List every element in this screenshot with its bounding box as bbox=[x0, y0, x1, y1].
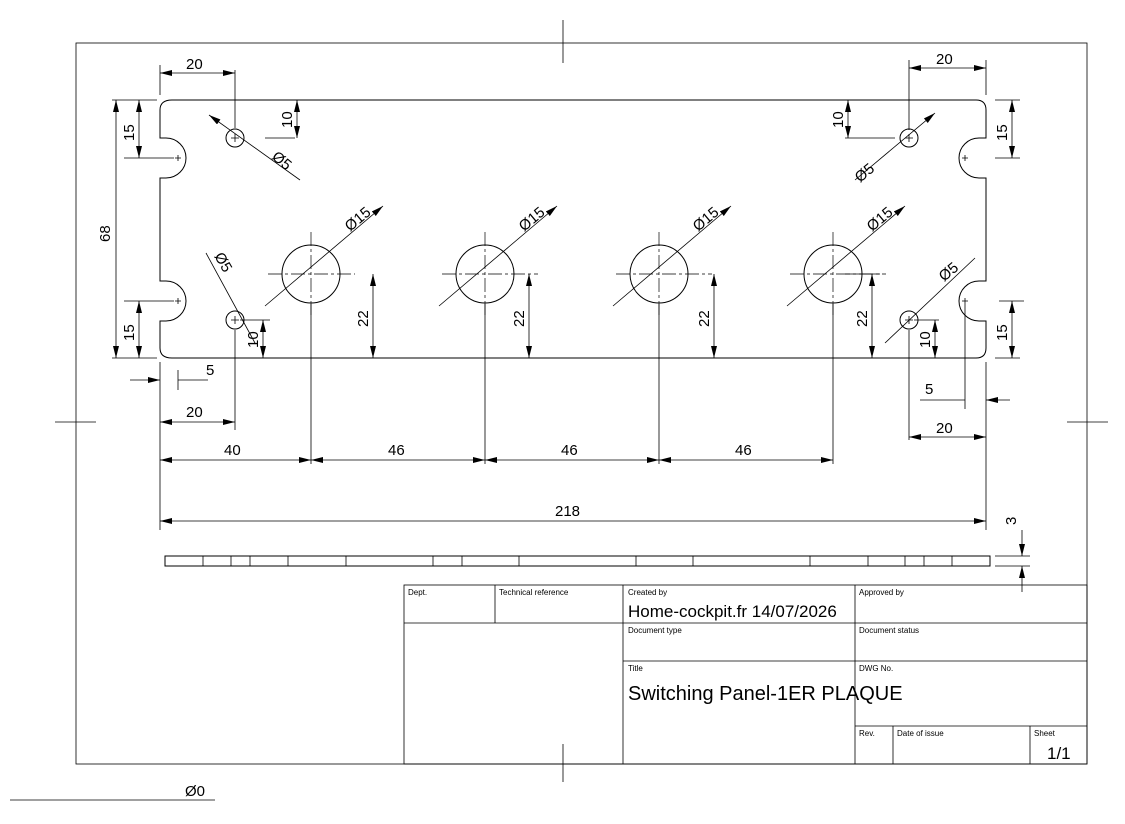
dim-diameter-5-bottom-right: Ø5 bbox=[936, 259, 962, 285]
created-by-value: Home-cockpit.fr 14/07/2026 bbox=[628, 602, 837, 621]
dim-left-20-bottom: 20 bbox=[186, 404, 203, 421]
dim-diameter-15-3: Ø15 bbox=[690, 204, 723, 235]
drawing-title: Switching Panel-1ER PLAQUE bbox=[628, 683, 903, 705]
dim-right-15-top: 15 bbox=[994, 124, 1011, 141]
dim-hole-height-1: 22 bbox=[355, 310, 372, 327]
slot-centers bbox=[175, 155, 968, 304]
technical-reference-label: Technical reference bbox=[499, 588, 569, 597]
dim-left-15-bottom: 15 bbox=[121, 324, 138, 341]
dim-right-10-bottom: 10 bbox=[917, 331, 934, 348]
dim-pitch-46-a: 46 bbox=[388, 442, 405, 459]
side-view bbox=[164, 555, 991, 567]
document-type-label: Document type bbox=[628, 626, 682, 635]
switch-holes bbox=[268, 232, 886, 316]
dim-hole-height-4: 22 bbox=[854, 310, 871, 327]
dim-diameter-15-2: Ø15 bbox=[516, 204, 549, 235]
sheet-label: Sheet bbox=[1034, 729, 1056, 738]
dim-hole-height-2: 22 bbox=[511, 310, 528, 327]
sheet-frame bbox=[55, 20, 1108, 782]
dim-pitch-46-b: 46 bbox=[561, 442, 578, 459]
sheet-value: 1/1 bbox=[1047, 744, 1071, 763]
dim-right-10-top: 10 bbox=[830, 111, 847, 128]
dim-top-left-20: 20 bbox=[186, 56, 203, 73]
dim-right-15-bottom: 15 bbox=[994, 324, 1011, 341]
dim-pitch-40: 40 bbox=[224, 442, 241, 459]
dim-diameter-5-top-left: Ø5 bbox=[268, 148, 294, 174]
stray-annotation: Ø0 bbox=[185, 783, 205, 800]
dim-overall-width: 218 bbox=[555, 503, 580, 520]
dim-overall-height: 68 bbox=[97, 225, 114, 242]
dimension-texts: 20 20 15 10 10 15 68 15 10 10 15 22 22 2… bbox=[10, 51, 1020, 801]
plate-outline bbox=[159, 99, 987, 359]
dept-label: Dept. bbox=[408, 588, 427, 597]
dim-left-5: 5 bbox=[206, 362, 214, 379]
mounting-holes bbox=[225, 128, 919, 330]
dim-right-20-bottom: 20 bbox=[936, 420, 953, 437]
dimension-lines bbox=[112, 60, 1030, 592]
dim-left-10-bottom: 10 bbox=[245, 331, 262, 348]
dim-thickness: 3 bbox=[1003, 517, 1020, 525]
document-status-label: Document status bbox=[859, 626, 919, 635]
dim-diameter-15-1: Ø15 bbox=[342, 204, 375, 235]
approved-by-label: Approved by bbox=[859, 588, 904, 597]
dim-right-5: 5 bbox=[925, 381, 933, 398]
created-by-label: Created by bbox=[628, 588, 667, 597]
dim-diameter-15-4: Ø15 bbox=[864, 204, 897, 235]
diameter-leaders bbox=[205, 112, 976, 344]
dim-left-15-top: 15 bbox=[121, 124, 138, 141]
dim-left-10-top: 10 bbox=[279, 111, 296, 128]
title-block: Dept. Technical reference Created by Hom… bbox=[403, 584, 1088, 765]
date-of-issue-label: Date of issue bbox=[897, 729, 944, 738]
dim-hole-height-3: 22 bbox=[696, 310, 713, 327]
revision-label: Rev. bbox=[859, 729, 875, 738]
dim-top-right-20: 20 bbox=[936, 51, 953, 68]
dim-diameter-5-bottom-left: Ø5 bbox=[211, 250, 236, 276]
dim-pitch-46-c: 46 bbox=[735, 442, 752, 459]
title-label: Title bbox=[628, 664, 643, 673]
dwg-no-label: DWG No. bbox=[859, 664, 893, 673]
